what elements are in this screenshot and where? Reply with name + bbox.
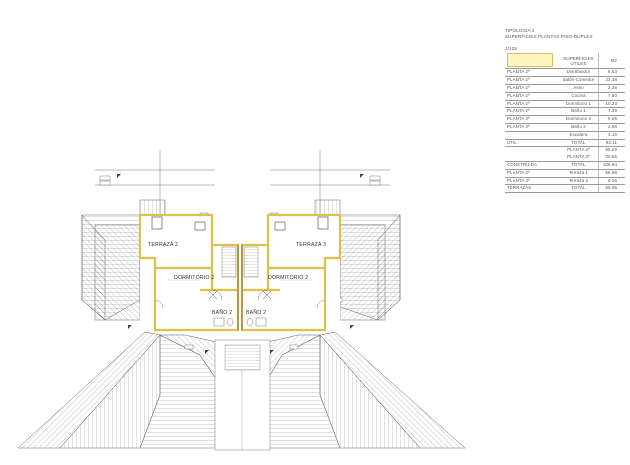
roof-lower-left xyxy=(17,331,231,449)
floor-cell: PLANTA 2ª xyxy=(505,107,559,117)
util-p3-value: 20.65 xyxy=(598,154,625,162)
value-cell: 2.58 xyxy=(598,123,625,132)
room-cell: Terraza 1 xyxy=(559,169,599,178)
floor-cell: PLANTA 3ª xyxy=(505,115,559,124)
util-label: ÚTIL xyxy=(505,139,559,148)
building-walls xyxy=(138,213,342,332)
room-label-terraza-left: TERRAZA 2 xyxy=(148,242,178,248)
floor-cell: PLANTA 3ª xyxy=(505,123,559,132)
room-cell: Cocina xyxy=(559,92,599,101)
room-label-bano-left: BAÑO 2 xyxy=(212,309,232,316)
terrazas-row: TERRAZAS TOTAL 65.05 xyxy=(505,184,625,194)
value-cell: 2.26 xyxy=(598,84,625,93)
util-total-label: TOTAL xyxy=(559,139,599,148)
floor-cell: PLANTA 2ª xyxy=(505,92,559,101)
value-cell: 7.50 xyxy=(598,92,625,101)
room-cell: Escalera xyxy=(559,131,599,140)
room-label-bano-right: BAÑO 2 xyxy=(246,309,266,316)
room-label-dorm-left: DORMITORIO 2 xyxy=(174,275,214,281)
header-unit: M2 xyxy=(598,53,625,70)
util-p3-label: PLANTA 3ª xyxy=(559,154,599,162)
util-p2-row: PLANTA 2ª 65.29 xyxy=(505,146,625,155)
util-p2-value: 65.29 xyxy=(605,147,617,153)
construida-total-label: TOTAL xyxy=(559,161,599,170)
room-cell: Terraza 2 xyxy=(559,177,599,186)
upper-boundary xyxy=(95,150,390,215)
floor-cell: PLANTA 2ª xyxy=(505,68,559,78)
construida-label: CONSTRUIDA xyxy=(505,161,559,170)
typology-title: TIPOLOGIA 1 xyxy=(505,28,535,33)
room-cell: Dormitorio 1 xyxy=(559,100,599,109)
util-total-value: 83.11 xyxy=(598,139,625,148)
floor-cell: PLANTA 3ª xyxy=(505,177,559,186)
value-cell: 3.10 xyxy=(598,131,625,140)
area-panel: TIPOLOGIA 1 SUPERFICIES PLANTAS PISO-DUP… xyxy=(505,28,625,194)
util-p2-label: PLANTA 2ª xyxy=(559,146,599,155)
value-cell: 6.63 xyxy=(598,68,625,78)
floor-cell: PLANTA 2ª xyxy=(505,76,559,85)
terrazas-total-label: TOTAL xyxy=(559,184,599,194)
terrazas-total-value: 65.05 xyxy=(598,184,625,194)
floor-cell xyxy=(505,131,559,140)
floor-cell: PLANTA 2ª xyxy=(505,84,559,93)
floor-cell: PLANTA 2ª xyxy=(505,169,559,178)
value-cell: 56.99 xyxy=(598,169,625,178)
room-label-terraza-right: TERRAZA 3 xyxy=(296,242,326,248)
room-cell: Baño 2 xyxy=(559,123,599,132)
value-cell: 7.39 xyxy=(598,107,625,117)
header-label: SUPERFICIES ÚTILES xyxy=(559,53,599,70)
room-labels: TERRAZA 2 TERRAZA 3 DORMITORIO 2 DORMITO… xyxy=(148,242,326,316)
room-cell: Dormitorio 2 xyxy=(559,115,599,124)
room-cell: Baño 1 xyxy=(559,107,599,117)
terrazas-label: TERRAZAS xyxy=(505,184,559,194)
room-label-dorm-right: DORMITORIO 2 xyxy=(268,275,308,281)
central-strip xyxy=(214,339,271,451)
value-cell: 8.06 xyxy=(598,177,625,186)
room-cell: Salón-Comedor xyxy=(559,76,599,85)
value-cell: 10.33 xyxy=(598,100,625,109)
construida-row: CONSTRUIDA TOTAL 105.94 xyxy=(505,161,625,170)
value-cell: 9.55 xyxy=(598,115,625,124)
table-header-row: SUPERFICIES ÚTILES M2 xyxy=(505,53,625,70)
typology-subtitle: SUPERFICIES PLANTAS PISO-DUPLEX xyxy=(505,34,593,39)
util-total-row: ÚTIL TOTAL 83.11 xyxy=(505,139,625,148)
roof-lower-right xyxy=(254,331,466,449)
scale-label: 1/125 xyxy=(505,46,517,51)
construida-total-value: 105.94 xyxy=(598,161,625,170)
room-cell: Distribuidor xyxy=(559,68,599,78)
util-p3-row: PLANTA 3ª 20.65 xyxy=(505,154,625,162)
value-cell: 23.38 xyxy=(598,76,625,85)
floor-cell: PLANTA 2ª xyxy=(505,100,559,109)
room-cell: Aseo xyxy=(559,84,599,93)
header-swatch xyxy=(505,53,559,70)
side-eaves xyxy=(94,224,386,321)
